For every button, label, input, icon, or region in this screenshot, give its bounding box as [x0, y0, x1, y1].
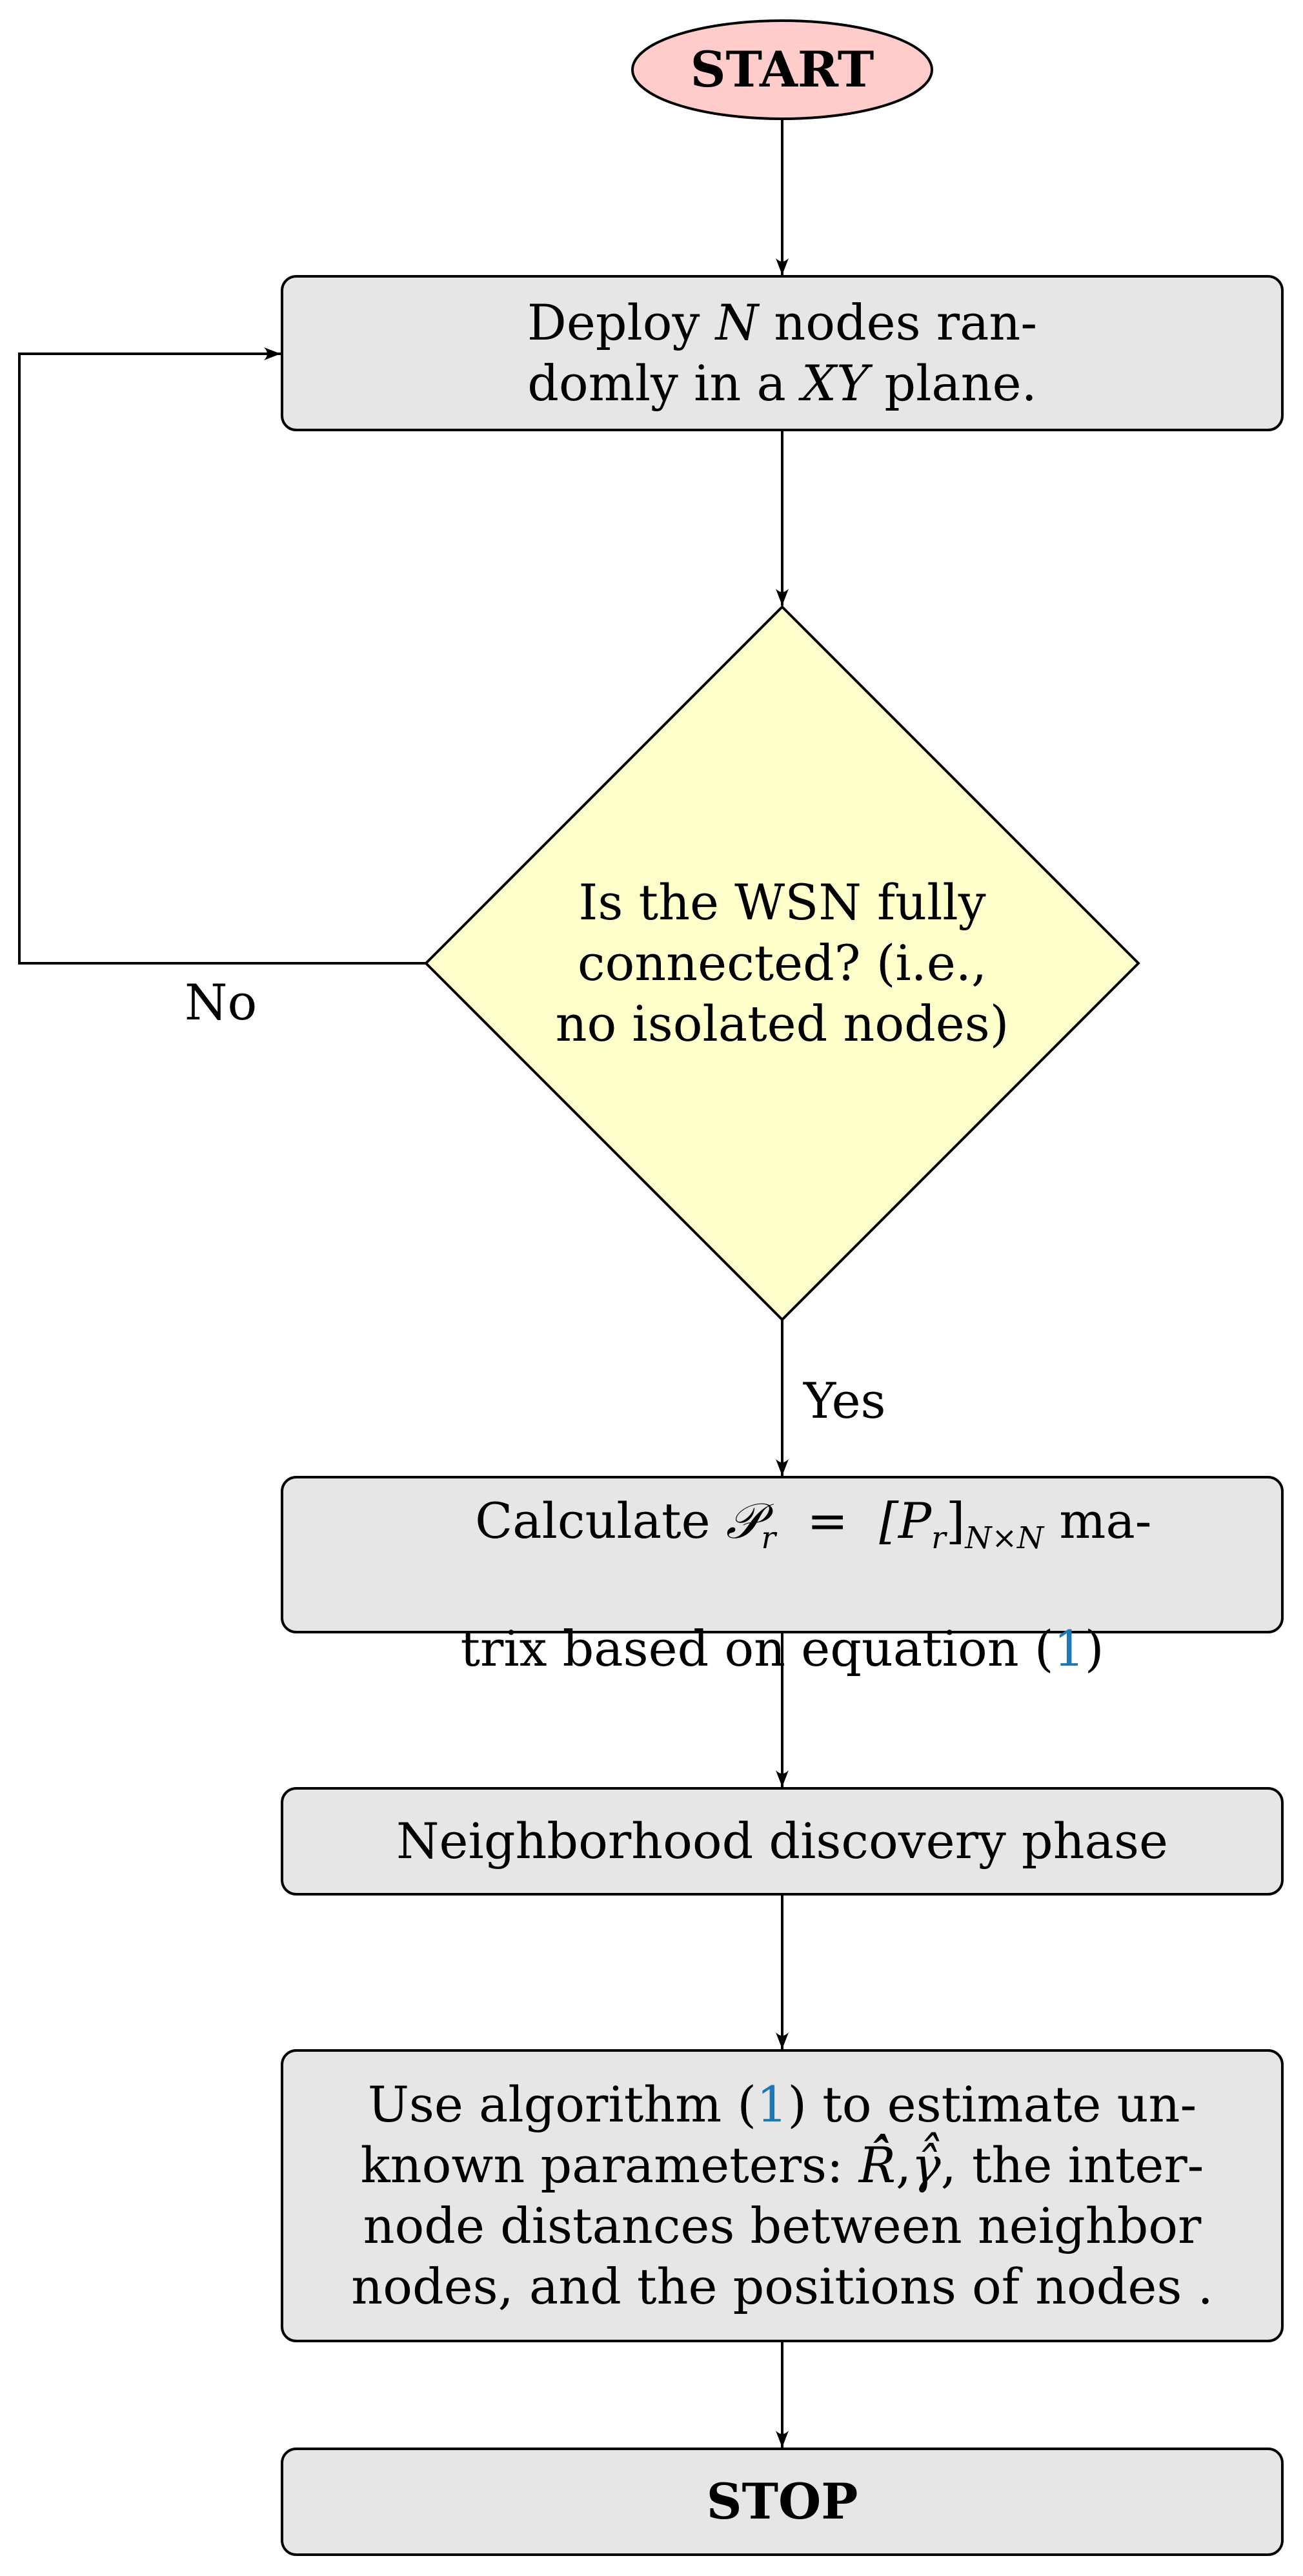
- deploy-line-1: Deploy N nodes ran-: [527, 292, 1037, 353]
- algorithm-text: Use algorithm (1) to estimate un- known …: [282, 2050, 1282, 2341]
- start-label-text: START: [690, 40, 874, 98]
- calculate-bracket-sub: r: [931, 1520, 946, 1557]
- deploy-line-2: domly in a XY plane.: [527, 353, 1037, 414]
- calculate-bracket-close: ]: [945, 1492, 965, 1550]
- calculate-line-1-a: Calculate: [475, 1492, 726, 1550]
- calculate-bracket: [P: [879, 1492, 932, 1550]
- algorithm-line-1-a: Use algorithm (: [367, 2075, 757, 2133]
- calculate-text: Calculate 𝒫r = [Pr]N×N ma- trix based on…: [282, 1477, 1282, 1677]
- calculate-line-2: trix based on equation (1): [460, 1619, 1104, 1679]
- algorithm-line-2: known parameters: R̂̂,γ̂̂, the inter-: [361, 2135, 1204, 2196]
- calculate-line-2-a: trix based on equation (: [460, 1619, 1054, 1677]
- stop-text: STOP: [282, 2449, 1282, 2555]
- algorithm-line-2-a: known parameters:: [360, 2136, 859, 2194]
- calculate-line-2-b: ): [1084, 1619, 1104, 1677]
- deploy-var-n: N: [715, 293, 759, 351]
- algorithm-gamma-hat: γ̂̂: [911, 2136, 941, 2194]
- decision-text: Is the WSN fully connected? (i.e., no is…: [490, 834, 1074, 1092]
- calculate-math-p: 𝒫: [725, 1492, 762, 1550]
- algorithm-line-1-b: ) to estimate un-: [787, 2075, 1197, 2133]
- deploy-line-2-b: plane.: [869, 354, 1037, 412]
- deploy-line-2-a: domly in a: [527, 354, 802, 412]
- calculate-line-1: Calculate 𝒫r = [Pr]N×N ma-: [413, 1430, 1152, 1619]
- neighborhood-text: Neighborhood discovery phase: [282, 1788, 1282, 1894]
- edge-label-yes: Yes: [803, 1372, 886, 1429]
- decision-line-3: no isolated nodes): [555, 995, 1009, 1053]
- algorithm-sep: ,: [896, 2136, 912, 2194]
- calculate-sub-r: r: [761, 1520, 776, 1557]
- stop-label: STOP: [706, 2472, 858, 2530]
- algorithm-line-2-b: , the inter-: [940, 2136, 1204, 2194]
- start-label: START: [632, 21, 932, 119]
- stop-box-shape: [281, 2448, 1284, 2556]
- algorithm-line-3: node distances between neighbor: [363, 2197, 1202, 2254]
- algorithm-line-1: Use algorithm (1) to estimate un-: [368, 2074, 1197, 2135]
- calculate-dim: N×N: [965, 1520, 1044, 1557]
- decision-line-2: connected? (i.e.,: [577, 934, 987, 992]
- neighborhood-label: Neighborhood discovery phase: [396, 1812, 1168, 1870]
- edge-label-no: No: [185, 974, 258, 1031]
- deploy-line-1-b: nodes ran-: [758, 293, 1038, 351]
- edge-decision-no-loop: [18, 347, 426, 965]
- deploy-text: Deploy N nodes ran- domly in a XY plane.: [282, 276, 1282, 430]
- deploy-line-1-a: Deploy: [527, 293, 716, 351]
- algorithm-line-4: nodes, and the positions of nodes .: [351, 2258, 1213, 2316]
- deploy-var-xy: XY: [801, 354, 869, 412]
- calculate-line-1-b: ma-: [1044, 1492, 1152, 1550]
- equation-ref-link[interactable]: 1: [1053, 1619, 1085, 1677]
- algorithm-r-hat: R̂̂: [858, 2136, 896, 2194]
- algorithm-ref-link[interactable]: 1: [756, 2075, 788, 2133]
- decision-line-1: Is the WSN fully: [578, 873, 986, 931]
- calculate-equals: =: [776, 1492, 880, 1550]
